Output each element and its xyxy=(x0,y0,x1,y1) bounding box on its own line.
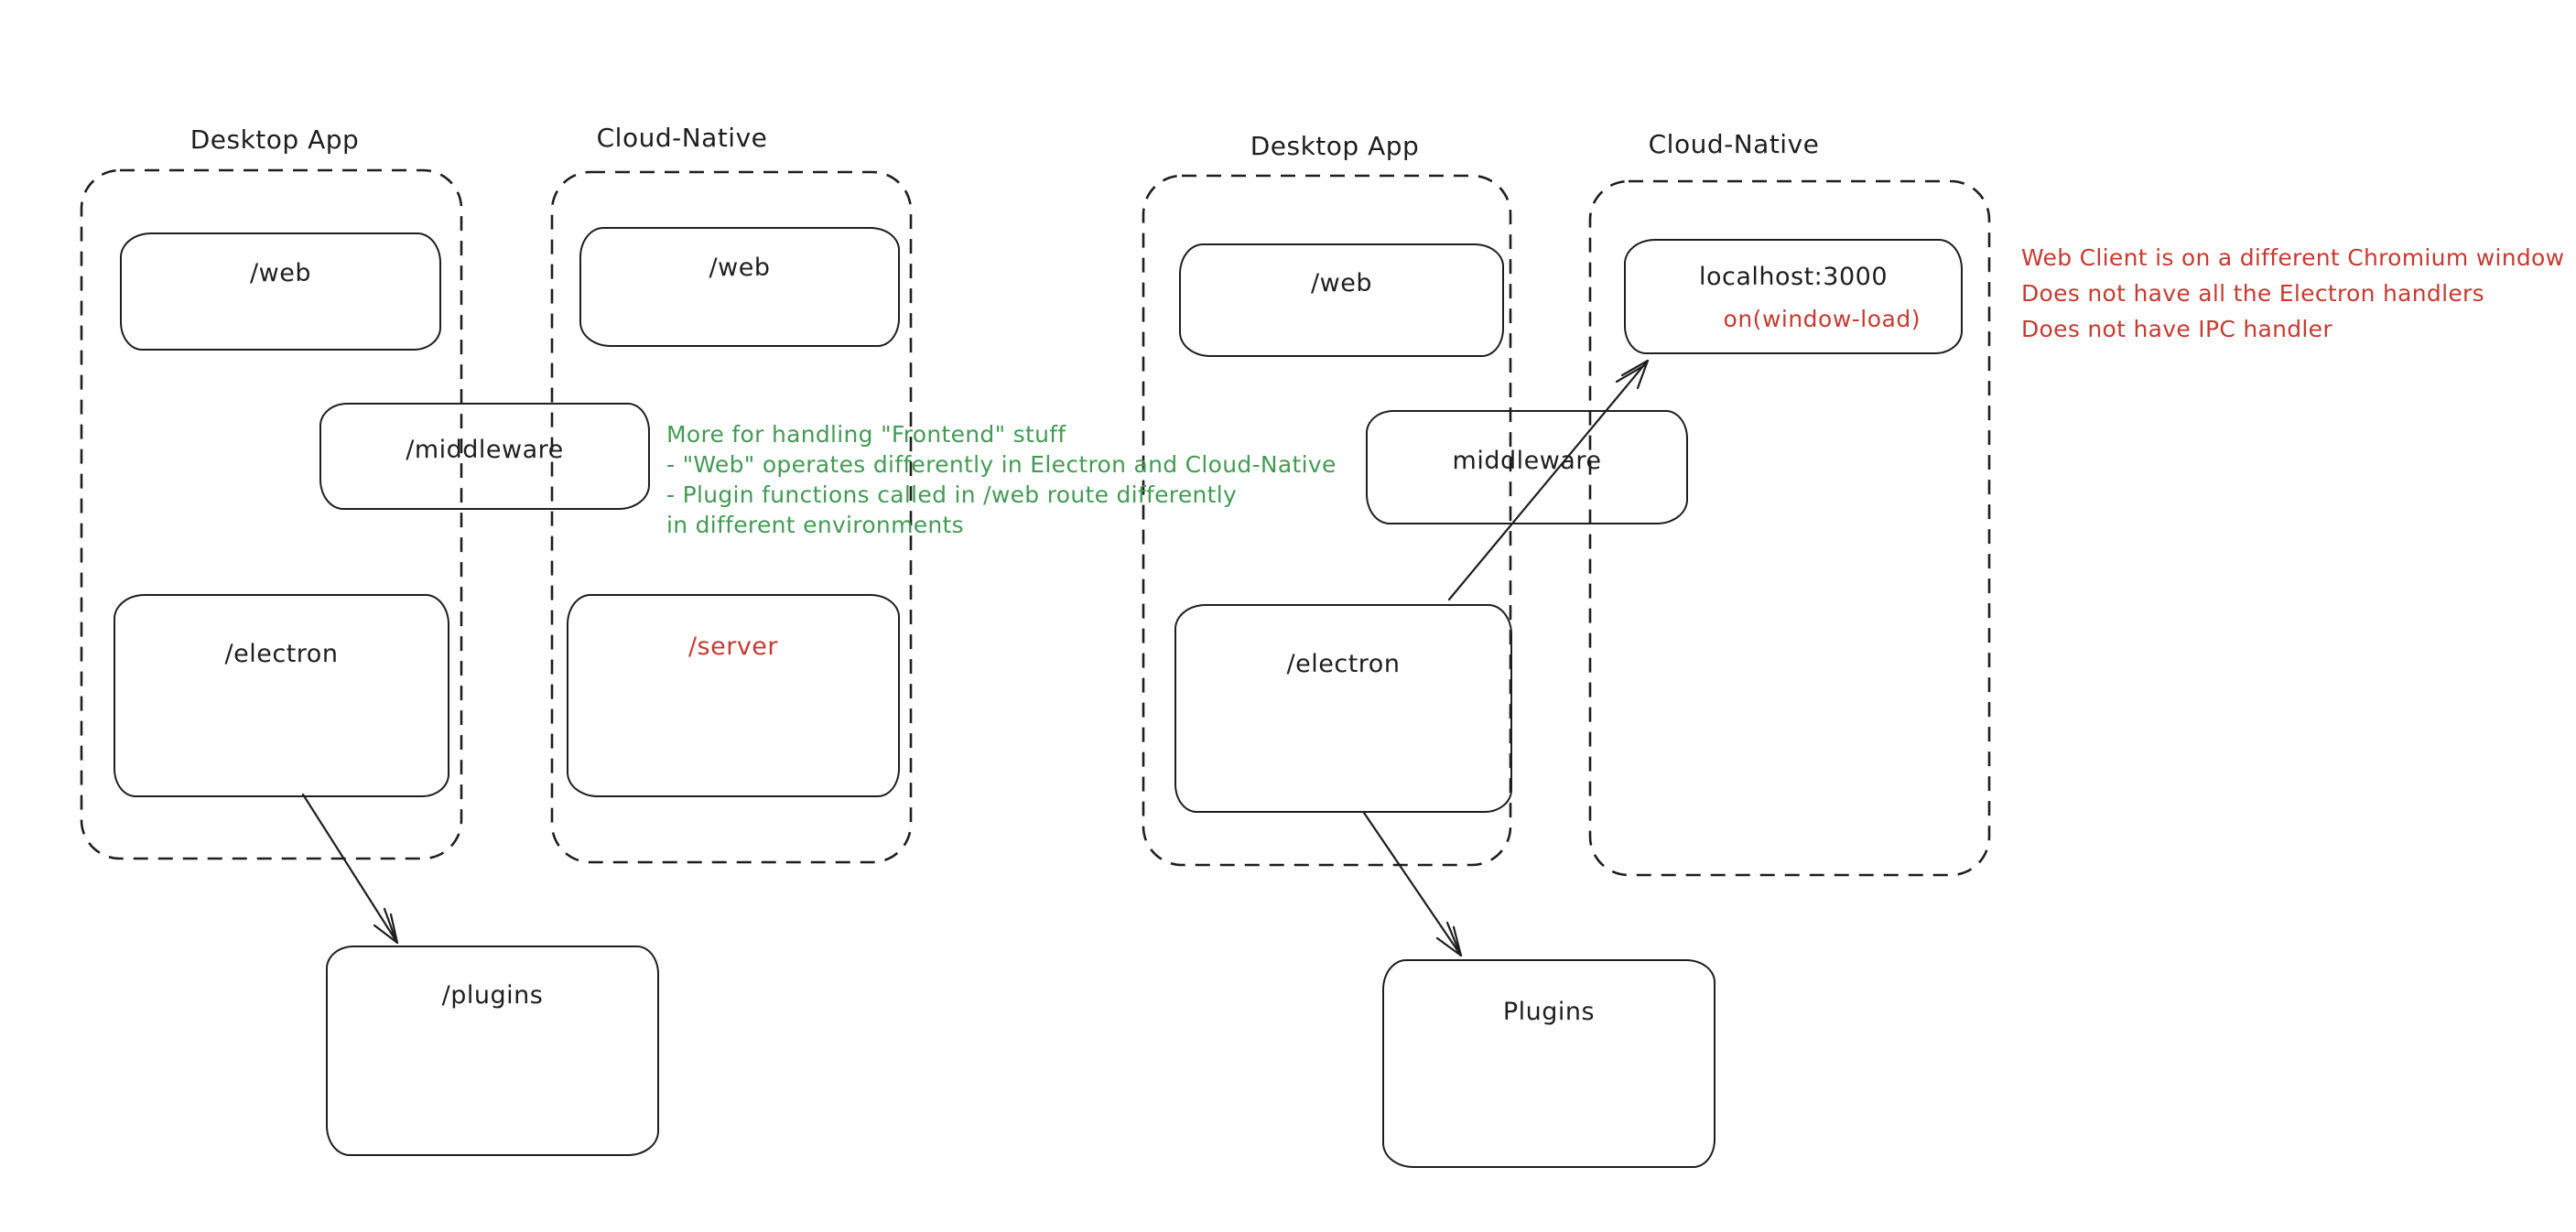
left-cloud-web-box: /web xyxy=(579,227,900,347)
left-desktop-app-title: Desktop App xyxy=(189,124,360,155)
note-line: Does not have IPC handler xyxy=(2021,316,2332,342)
note-line: - "Web" operates differently in Electron… xyxy=(666,451,1337,478)
right-desktop-electron-box: /electron xyxy=(1174,604,1512,813)
note-line: More for handling "Frontend" stuff xyxy=(666,421,1066,448)
right-onload-label: on(window-load) xyxy=(1723,306,1921,332)
right-middleware-label: middleware xyxy=(1452,447,1602,475)
right-cloud-native-container xyxy=(1588,179,1991,877)
right-desktop-app-title: Desktop App xyxy=(1250,131,1420,161)
note-line: in different environments xyxy=(666,512,964,538)
right-desktop-electron-label: /electron xyxy=(1286,650,1401,678)
left-cloud-native-title: Cloud-Native xyxy=(596,123,768,153)
right-plugins-box: Plugins xyxy=(1382,959,1716,1168)
right-red-note: Web Client is on a different Chromium wi… xyxy=(2021,240,2564,347)
dashed-border xyxy=(550,170,913,864)
right-desktop-web-box: /web xyxy=(1179,243,1504,357)
left-plugins-box: /plugins xyxy=(326,946,659,1156)
left-desktop-web-box: /web xyxy=(120,232,441,351)
left-cloud-web-label: /web xyxy=(709,254,771,282)
right-plugins-label: Plugins xyxy=(1502,998,1596,1026)
dashed-border xyxy=(80,168,463,860)
note-line: - Plugin functions called in /web route … xyxy=(666,481,1238,508)
dashed-border xyxy=(1588,179,1991,877)
left-cloud-native-container xyxy=(550,170,913,864)
left-desktop-web-label: /web xyxy=(250,259,311,287)
left-plugins-label: /plugins xyxy=(441,981,544,1010)
right-localhost-box: localhost:3000 on(window-load) xyxy=(1624,239,1963,354)
right-cloud-native-title: Cloud-Native xyxy=(1648,129,1820,159)
right-middleware-box: middleware xyxy=(1366,410,1688,524)
left-desktop-electron-label: /electron xyxy=(224,640,339,668)
left-middleware-box: /middleware xyxy=(319,403,650,510)
left-green-note: More for handling "Frontend" stuff - "We… xyxy=(666,419,1337,540)
left-cloud-server-label: /server xyxy=(687,632,779,661)
left-middleware-label: /middleware xyxy=(406,436,564,464)
right-desktop-web-label: /web xyxy=(1311,269,1372,297)
left-desktop-electron-box: /electron xyxy=(114,594,449,797)
left-desktop-app-container xyxy=(80,168,463,860)
note-line: Web Client is on a different Chromium wi… xyxy=(2021,244,2565,271)
right-localhost-label: localhost:3000 xyxy=(1698,263,1888,291)
left-cloud-server-box: /server xyxy=(567,594,900,797)
note-line: Does not have all the Electron handlers xyxy=(2021,280,2484,307)
